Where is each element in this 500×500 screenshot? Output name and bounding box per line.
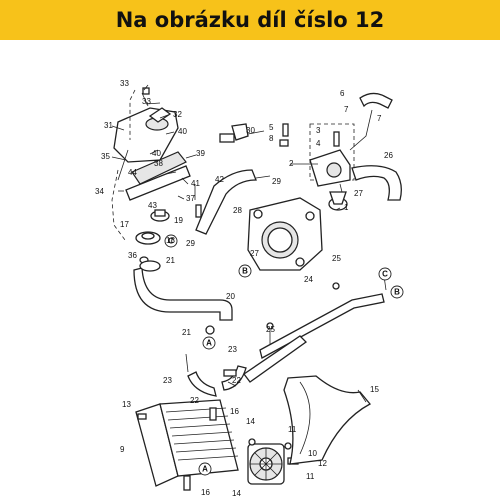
callout-21: 21	[182, 328, 191, 337]
ref-marker-b-2: B	[390, 285, 404, 299]
callout-41: 41	[191, 179, 200, 188]
leader-lines	[111, 84, 367, 403]
callout-14: 14	[246, 417, 255, 426]
callout-11: 11	[306, 472, 315, 481]
hose-26	[351, 165, 402, 201]
reservoir-tank	[113, 107, 179, 181]
callout-32: 32	[173, 110, 182, 119]
callout-43: 43	[148, 201, 157, 210]
callout-16: 16	[230, 407, 239, 416]
ref-marker-c-2: C	[378, 267, 392, 281]
radiator-cap	[135, 209, 170, 264]
callout-29: 29	[186, 239, 195, 248]
callout-6: 6	[340, 89, 345, 98]
callout-4: 4	[316, 139, 321, 148]
callout-13: 13	[122, 400, 131, 409]
callout-37: 37	[186, 194, 195, 203]
part-callouts: 33 33 32 31 40 40 35 38 39 42 44 41 34 3…	[95, 79, 393, 498]
callout-25: 25	[266, 325, 275, 334]
ref-marker-c-1: C	[164, 234, 178, 248]
callout-23: 23	[228, 345, 237, 354]
callout-26: 26	[384, 151, 393, 160]
radiator-9	[135, 399, 239, 491]
callout-22: 22	[190, 396, 199, 405]
callout-1: 1	[344, 203, 349, 212]
callout-25: 25	[332, 254, 341, 263]
title-banner: Na obrázku díl číslo 12	[0, 0, 500, 40]
overflow-hose	[111, 89, 136, 241]
callout-28: 28	[233, 206, 242, 215]
bypass-hose	[349, 92, 393, 151]
svg-text:B: B	[394, 288, 400, 297]
callout-11: 11	[288, 425, 297, 434]
callout-23: 23	[163, 376, 172, 385]
callout-38: 38	[154, 159, 163, 168]
svg-text:A: A	[202, 465, 208, 474]
svg-text:C: C	[168, 237, 174, 246]
callout-9: 9	[120, 445, 125, 454]
callout-20: 20	[226, 292, 235, 301]
reservoir-bracket	[125, 151, 191, 201]
callout-3: 3	[316, 126, 321, 135]
callout-8: 8	[269, 134, 274, 143]
page-title: Na obrázku díl číslo 12	[115, 8, 385, 32]
callout-22: 22	[232, 376, 241, 385]
callout-21: 21	[166, 256, 175, 265]
callout-39: 39	[196, 149, 205, 158]
svg-text:A: A	[206, 339, 212, 348]
callout-12: 12	[318, 459, 327, 468]
ref-marker-a-2: A	[198, 462, 212, 476]
cooling-fan-10	[247, 438, 299, 485]
callout-7: 7	[377, 114, 382, 123]
thermostat-housing	[247, 197, 323, 271]
callout-30: 30	[246, 126, 255, 135]
radiator-hose-20	[133, 260, 233, 335]
callout-15: 15	[370, 385, 379, 394]
reference-markers: C B C B A A	[164, 234, 404, 476]
callout-40: 40	[152, 149, 161, 158]
callout-33: 33	[120, 79, 129, 88]
callout-40: 40	[178, 127, 187, 136]
callout-24: 24	[304, 275, 313, 284]
callout-14: 14	[232, 489, 241, 498]
callout-42: 42	[215, 175, 224, 184]
svg-text:B: B	[242, 267, 248, 276]
thermostat-body	[279, 123, 355, 187]
callout-7: 7	[344, 105, 349, 114]
callout-33: 33	[142, 97, 151, 106]
clip-30	[219, 123, 249, 143]
callout-35: 35	[101, 152, 110, 161]
callout-5: 5	[269, 123, 274, 132]
callout-10: 10	[308, 449, 317, 458]
callout-16: 16	[201, 488, 210, 497]
svg-text:C: C	[382, 270, 388, 279]
callout-2: 2	[289, 159, 294, 168]
coolant-pipe-24	[243, 275, 387, 383]
callout-17: 17	[120, 220, 129, 229]
callout-44: 44	[128, 168, 137, 177]
callout-27: 27	[250, 249, 259, 258]
callout-19: 19	[174, 216, 183, 225]
radiator-cover-15	[283, 375, 372, 465]
callout-36: 36	[128, 251, 137, 260]
callout-27: 27	[354, 189, 363, 198]
hose-28	[195, 169, 257, 235]
callout-29: 29	[272, 177, 281, 186]
callout-34: 34	[95, 187, 104, 196]
thermostat-1	[328, 191, 348, 211]
callout-18: 18	[166, 236, 175, 245]
ref-marker-b-1: B	[238, 264, 252, 278]
ref-marker-a-1: A	[202, 336, 216, 350]
callout-31: 31	[104, 121, 113, 130]
